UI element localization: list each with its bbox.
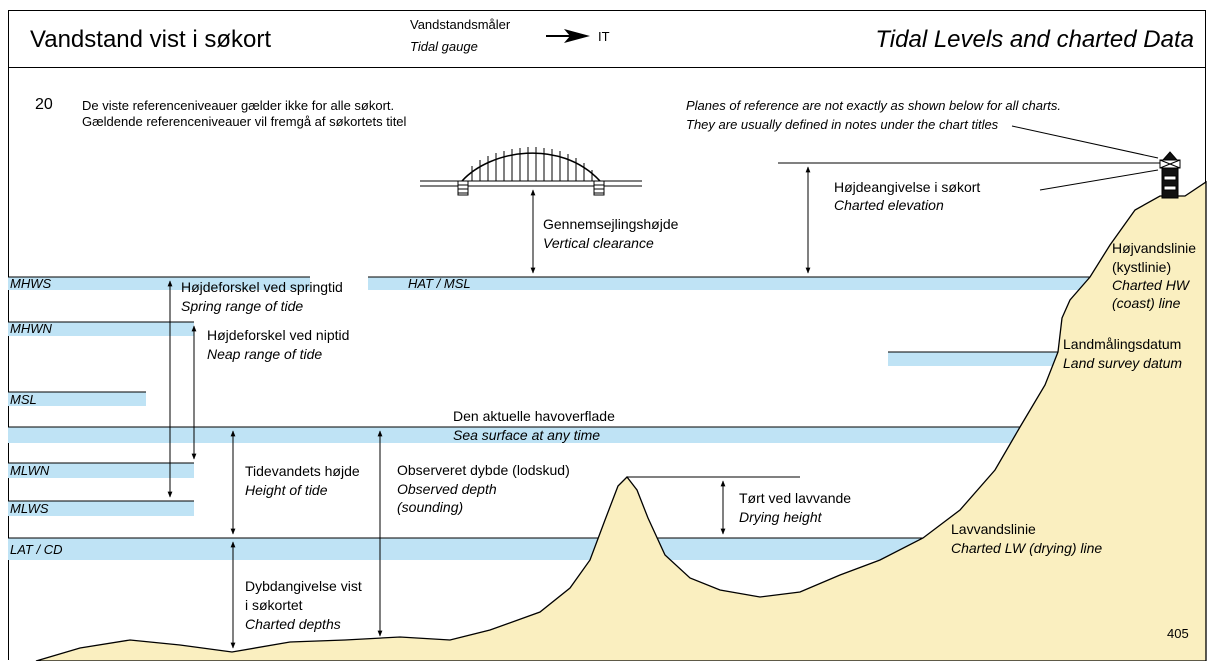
section-number: 20 [35, 96, 53, 113]
tide-height-label-english: Height of tide [245, 482, 328, 498]
header-rule [8, 67, 1206, 68]
drying-label-english: Drying height [739, 509, 822, 525]
observed-label-english-2: (sounding) [397, 499, 464, 515]
note-english-line2: They are usually defined in notes under … [686, 117, 999, 132]
band-msl [8, 392, 146, 406]
note-danish-line1: De viste referenceniveauer gælder ikke f… [82, 98, 395, 113]
band-sea-surface [8, 427, 1020, 443]
band-hat-msl [368, 277, 1090, 290]
level-mhws: MHWS [10, 276, 52, 291]
note-danish-line2: Gældende referenceniveauer vil fremgå af… [82, 114, 407, 129]
hw-line-english-1: Charted HW [1112, 277, 1190, 293]
depths-label-english: Charted depths [245, 616, 341, 632]
surface-label-danish: Den aktuelle havoverflade [453, 408, 615, 424]
survey-label-english: Land survey datum [1063, 355, 1183, 371]
reference-lines [8, 162, 1160, 539]
level-hat-msl: HAT / MSL [408, 276, 471, 291]
lighthouse-icon [1011, 125, 1181, 199]
hw-line-english-2: (coast) line [1112, 295, 1181, 311]
clearance-label-danish: Gennemsejlingshøjde [543, 216, 679, 232]
page-number: 405 [1167, 626, 1189, 641]
clearance-label-english: Vertical clearance [543, 235, 654, 251]
neap-label-danish: Højdeforskel ved niptid [207, 327, 350, 343]
band-mhwn [8, 322, 194, 336]
dimension-arrows [167, 166, 811, 649]
elevation-label-danish: Højdeangivelse i søkort [834, 179, 981, 195]
elevation-label-english: Charted elevation [834, 197, 944, 213]
tide-height-label-danish: Tidevandets højde [245, 463, 360, 479]
band-mlws [8, 501, 194, 516]
gauge-symbol: IT [598, 29, 610, 44]
water-bands [8, 277, 1090, 560]
surface-label-english: Sea surface at any time [453, 427, 601, 443]
lw-line-label-danish: Lavvandslinie [951, 521, 1036, 537]
band-mlwn [8, 463, 194, 478]
drying-label-danish: Tørt ved lavvande [739, 490, 852, 506]
level-mlwn: MLWN [10, 463, 50, 478]
survey-label-danish: Landmålingsdatum [1063, 336, 1182, 352]
note-english-line1: Planes of reference are not exactly as s… [686, 98, 1062, 113]
gauge-label-danish: Vandstandsmåler [410, 17, 511, 32]
band-mhws [8, 277, 310, 290]
level-mlws: MLWS [10, 501, 49, 516]
lw-line-label-english: Charted LW (drying) line [951, 540, 1103, 556]
level-mhwn: MHWN [10, 321, 52, 336]
neap-label-english: Neap range of tide [207, 346, 323, 362]
level-lat-cd: LAT / CD [10, 542, 63, 557]
depths-label-danish-2: i søkortet [245, 597, 303, 613]
band-lat-cd [8, 538, 923, 560]
spring-label-english: Spring range of tide [181, 298, 304, 314]
hw-line-danish-1: Højvandslinie [1112, 240, 1197, 256]
level-msl: MSL [10, 392, 37, 407]
title-english: Tidal Levels and charted Data [875, 26, 1194, 53]
title-danish: Vandstand vist i søkort [30, 26, 271, 53]
gauge-label-english: Tidal gauge [410, 39, 478, 54]
spring-label-danish: Højdeforskel ved springtid [181, 279, 343, 295]
gauge-arrow-icon [546, 29, 590, 43]
depths-label-danish-1: Dybdangivelse vist [245, 578, 362, 594]
band-survey [888, 352, 1058, 366]
observed-label-danish: Observeret dybde (lodskud) [397, 462, 570, 478]
land-seabed [35, 180, 1207, 661]
hw-line-danish-2: (kystlinie) [1112, 259, 1172, 275]
bridge-icon [420, 147, 642, 196]
observed-label-english-1: Observed depth [397, 481, 497, 497]
